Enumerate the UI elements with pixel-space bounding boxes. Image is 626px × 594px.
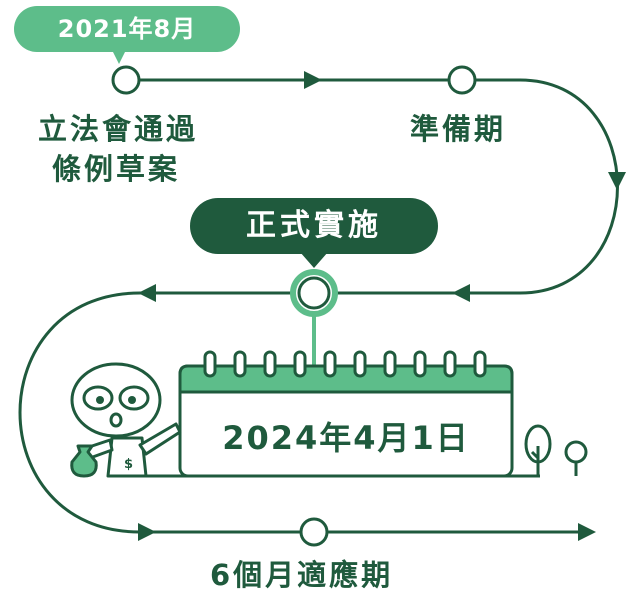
milestone-adaptation-circle (299, 517, 329, 547)
bill-passed-label-line1: 立法會通過 (38, 112, 199, 146)
arrow-icon (304, 71, 322, 89)
alien-mascot-icon: $ (70, 362, 182, 478)
implementation-label: 正式實施 (246, 208, 382, 243)
bill-passed-label-line2: 條例草案 (52, 152, 181, 186)
start-pill-pointer (112, 50, 126, 64)
arrow-icon (452, 284, 470, 302)
arrow-icon (608, 172, 626, 190)
upper-timeline-path (126, 78, 619, 295)
effective-date-label: 2024年4月1日 (222, 419, 470, 457)
tree-icon (564, 440, 588, 476)
implementation-pill-pointer (300, 252, 328, 268)
arrow-icon (138, 523, 156, 541)
milestone-preparation-circle (447, 65, 477, 95)
svg-text:$: $ (124, 457, 133, 472)
start-date-pill (14, 6, 240, 52)
milestone-start-circle (111, 65, 141, 95)
start-date-label: 2021年8月 (57, 15, 197, 43)
money-bag-icon (70, 444, 98, 478)
preparation-label: 準備期 (410, 112, 507, 146)
adaptation-period-label: 6個月適應期 (210, 558, 394, 592)
arrow-icon (578, 523, 596, 541)
calendar-icon (178, 350, 514, 478)
tree-icon (524, 424, 552, 476)
implementation-pill (190, 198, 438, 254)
milestone-implementation-circle (297, 276, 331, 310)
arrow-icon (138, 284, 156, 302)
lower-timeline-path (18, 291, 590, 534)
